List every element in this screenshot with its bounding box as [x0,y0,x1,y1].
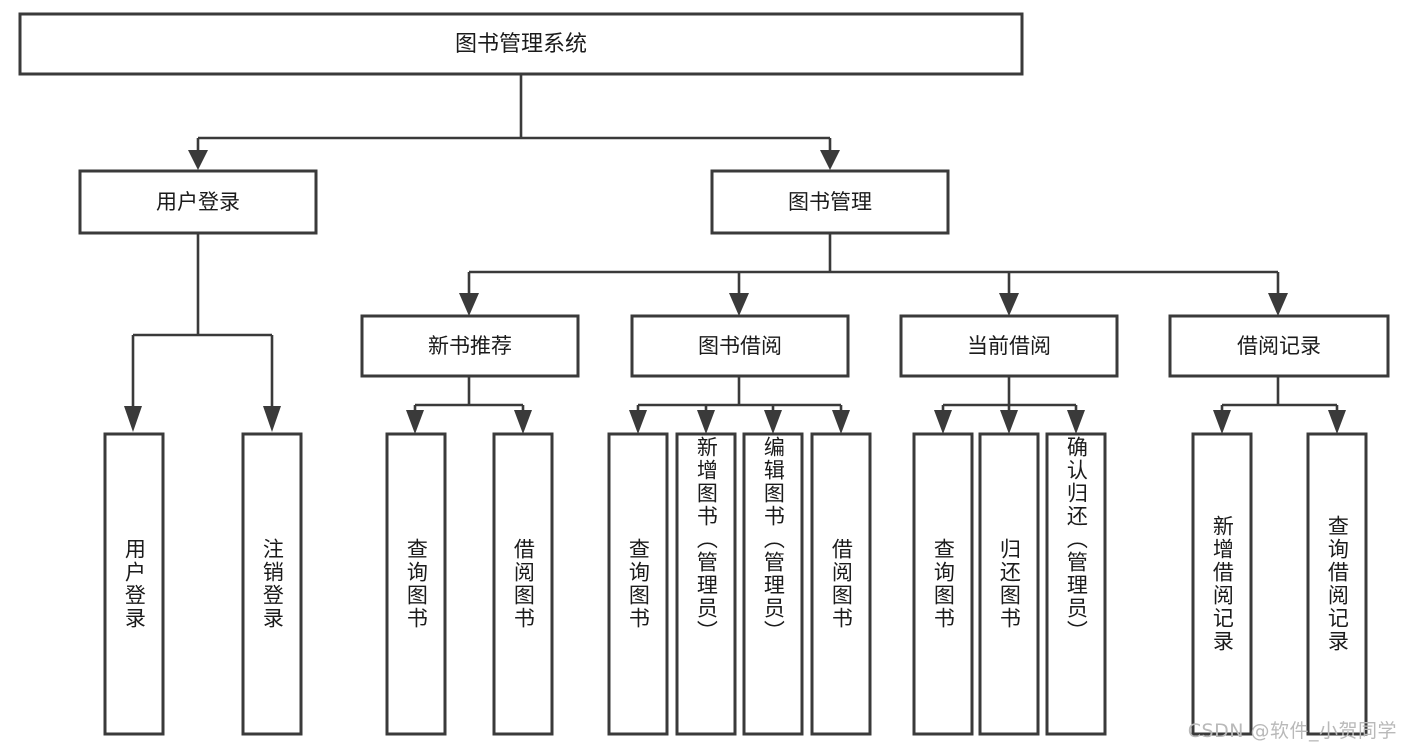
leaf-box-add-borrow-record[interactable] [1191,432,1253,736]
new-book-recommend-label: 新书推荐 [428,334,512,358]
leaf-box-return-book[interactable] [978,432,1040,736]
arrow-head-book-borrow [729,293,749,316]
user-login-box[interactable] [78,169,318,235]
root-box[interactable] [18,12,1024,76]
arrow-head-borrow-records [1268,293,1288,316]
leaf-box-confirm-return-admin[interactable] [1045,432,1107,736]
arrow-head-records-leaf-2 [1328,410,1346,434]
leaf-box-edit-book-admin[interactable] [742,432,804,736]
arrow-head-user-login-leaf [124,406,142,432]
leaf-box-user-login[interactable] [103,432,165,736]
node-book-borrow[interactable]: 图书借阅 [630,314,850,378]
arrow-head-currentborrow-leaf-2 [1000,410,1018,434]
node-user-login[interactable]: 用户登录 [78,169,318,235]
arrow-head-user-login [188,150,208,170]
arrow-head-bookborrow-leaf-1 [629,410,647,434]
node-current-borrow[interactable]: 当前借阅 [899,314,1119,378]
arrow-head-bookborrow-leaf-4 [832,410,850,434]
arrow-head-book-mgmt [820,150,840,170]
node-book-management[interactable]: 图书管理 [710,169,950,235]
leaf-box-query-book-borrow[interactable] [607,432,669,736]
arrow-head-newbook-leaf-2 [514,410,532,434]
current-borrow-label: 当前借阅 [967,334,1051,358]
arrow-head-newbook-leaf-1 [406,410,424,434]
leaf-box-query-book-recommend[interactable] [385,432,447,736]
leaf-box-query-borrow-record[interactable] [1306,432,1368,736]
arrow-head-currentborrow-leaf-1 [934,410,952,434]
leaf-box-add-book-admin[interactable] [675,432,737,736]
root-label: 图书管理系统 [455,32,587,57]
arrow-head-records-leaf-1 [1213,410,1231,434]
borrow-records-box[interactable] [1168,314,1390,378]
arrow-head-current-borrow [999,293,1019,316]
book-management-box[interactable] [710,169,950,235]
borrow-records-label: 借阅记录 [1237,334,1321,358]
leaf-box-logout[interactable] [241,432,303,736]
current-borrow-box[interactable] [899,314,1119,378]
node-borrow-records[interactable]: 借阅记录 [1168,314,1390,378]
arrow-head-new-book [459,293,479,316]
book-borrow-box[interactable] [630,314,850,378]
book-management-label: 图书管理 [788,190,872,214]
new-book-recommend-box[interactable] [360,314,580,378]
edges-layer [124,75,1346,434]
book-borrow-label: 图书借阅 [698,334,782,358]
arrow-head-bookborrow-leaf-2 [697,410,715,434]
arrow-head-logout-leaf [263,406,281,432]
leaf-box-borrow-book-recommend[interactable] [492,432,554,736]
leaf-box-borrow-book[interactable] [810,432,872,736]
arrow-head-bookborrow-leaf-3 [764,410,782,434]
user-login-label: 用户登录 [156,190,240,214]
leaf-box-query-book-current[interactable] [912,432,974,736]
watermark-text: CSDN @软件_小贺同学 [1187,720,1397,742]
leaf-boxes-layer [103,432,1368,736]
node-root[interactable]: 图书管理系统 [18,12,1024,76]
arrow-head-currentborrow-leaf-3 [1067,410,1085,434]
node-new-book-recommend[interactable]: 新书推荐 [360,314,580,378]
